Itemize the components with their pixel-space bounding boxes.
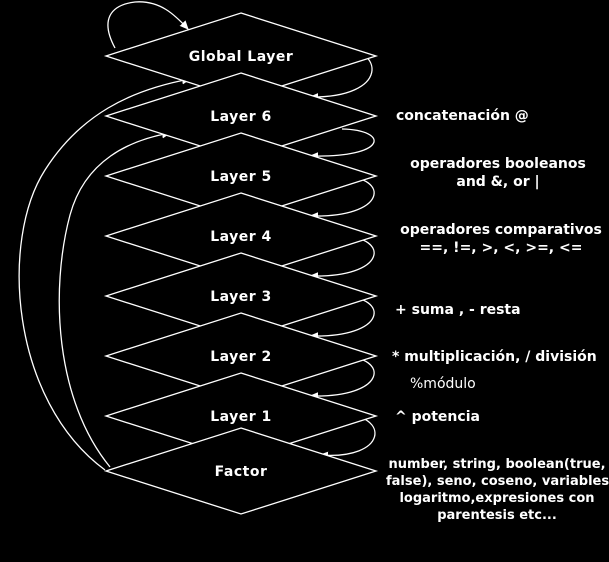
diamond-layer1: Layer 1 <box>103 372 379 460</box>
annotation-factor-line1: number, string, boolean(true, <box>388 457 606 472</box>
factor-to-global-layer-arrow <box>18 76 191 471</box>
diamond-layer4: Layer 4 <box>103 192 379 280</box>
label-layer5: Layer 5 <box>210 169 272 185</box>
annotation-factor: number, string, boolean(true, false), se… <box>386 456 609 524</box>
annotation-layer5-line2: and &, or | <box>456 174 540 190</box>
global-layer-self-loop-arrow <box>107 1 189 49</box>
label-layer2: Layer 2 <box>210 349 272 365</box>
annotation-layer5-line1: operadores booleanos <box>410 156 586 172</box>
annotation-factor-line3: logaritmo,expresiones con <box>399 491 595 506</box>
annotation-layer4-line2: ==, !=, >, <, >=, <= <box>419 240 583 256</box>
diamond-factor: Factor <box>103 427 379 515</box>
annotation-factor-line4: parentesis etc... <box>437 508 557 523</box>
factor-to-layer6-arrow <box>58 130 171 468</box>
label-layer6: Layer 6 <box>210 109 272 125</box>
arrow-layer6-to-layer5 <box>309 128 375 161</box>
label-layer4: Layer 4 <box>210 229 272 245</box>
annotation-layer1: ^ potencia <box>395 409 480 425</box>
diamond-layer5: Layer 5 <box>103 132 379 220</box>
diamond-layer2: Layer 2 <box>103 312 379 400</box>
annotation-layer6: concatenación @ <box>396 108 529 124</box>
label-layer3: Layer 3 <box>210 289 272 305</box>
annotation-factor-line2: false), seno, coseno, variables, <box>386 474 609 489</box>
annotation-layer4: operadores comparativos ==, !=, >, <, >=… <box>395 221 607 257</box>
label-layer1: Layer 1 <box>210 409 272 425</box>
diamond-global-layer: Global Layer <box>103 12 379 100</box>
annotation-layer4-line1: operadores comparativos <box>400 222 602 238</box>
annotation-layer2-line1: * multiplicación, / división <box>392 349 597 365</box>
label-global-layer: Global Layer <box>189 49 294 65</box>
annotation-layer2-line2: %módulo <box>410 376 476 392</box>
annotation-layer3: + suma , - resta <box>395 302 521 318</box>
annotation-layer5: operadores booleanos and &, or | <box>393 155 603 191</box>
label-factor: Factor <box>215 464 268 480</box>
